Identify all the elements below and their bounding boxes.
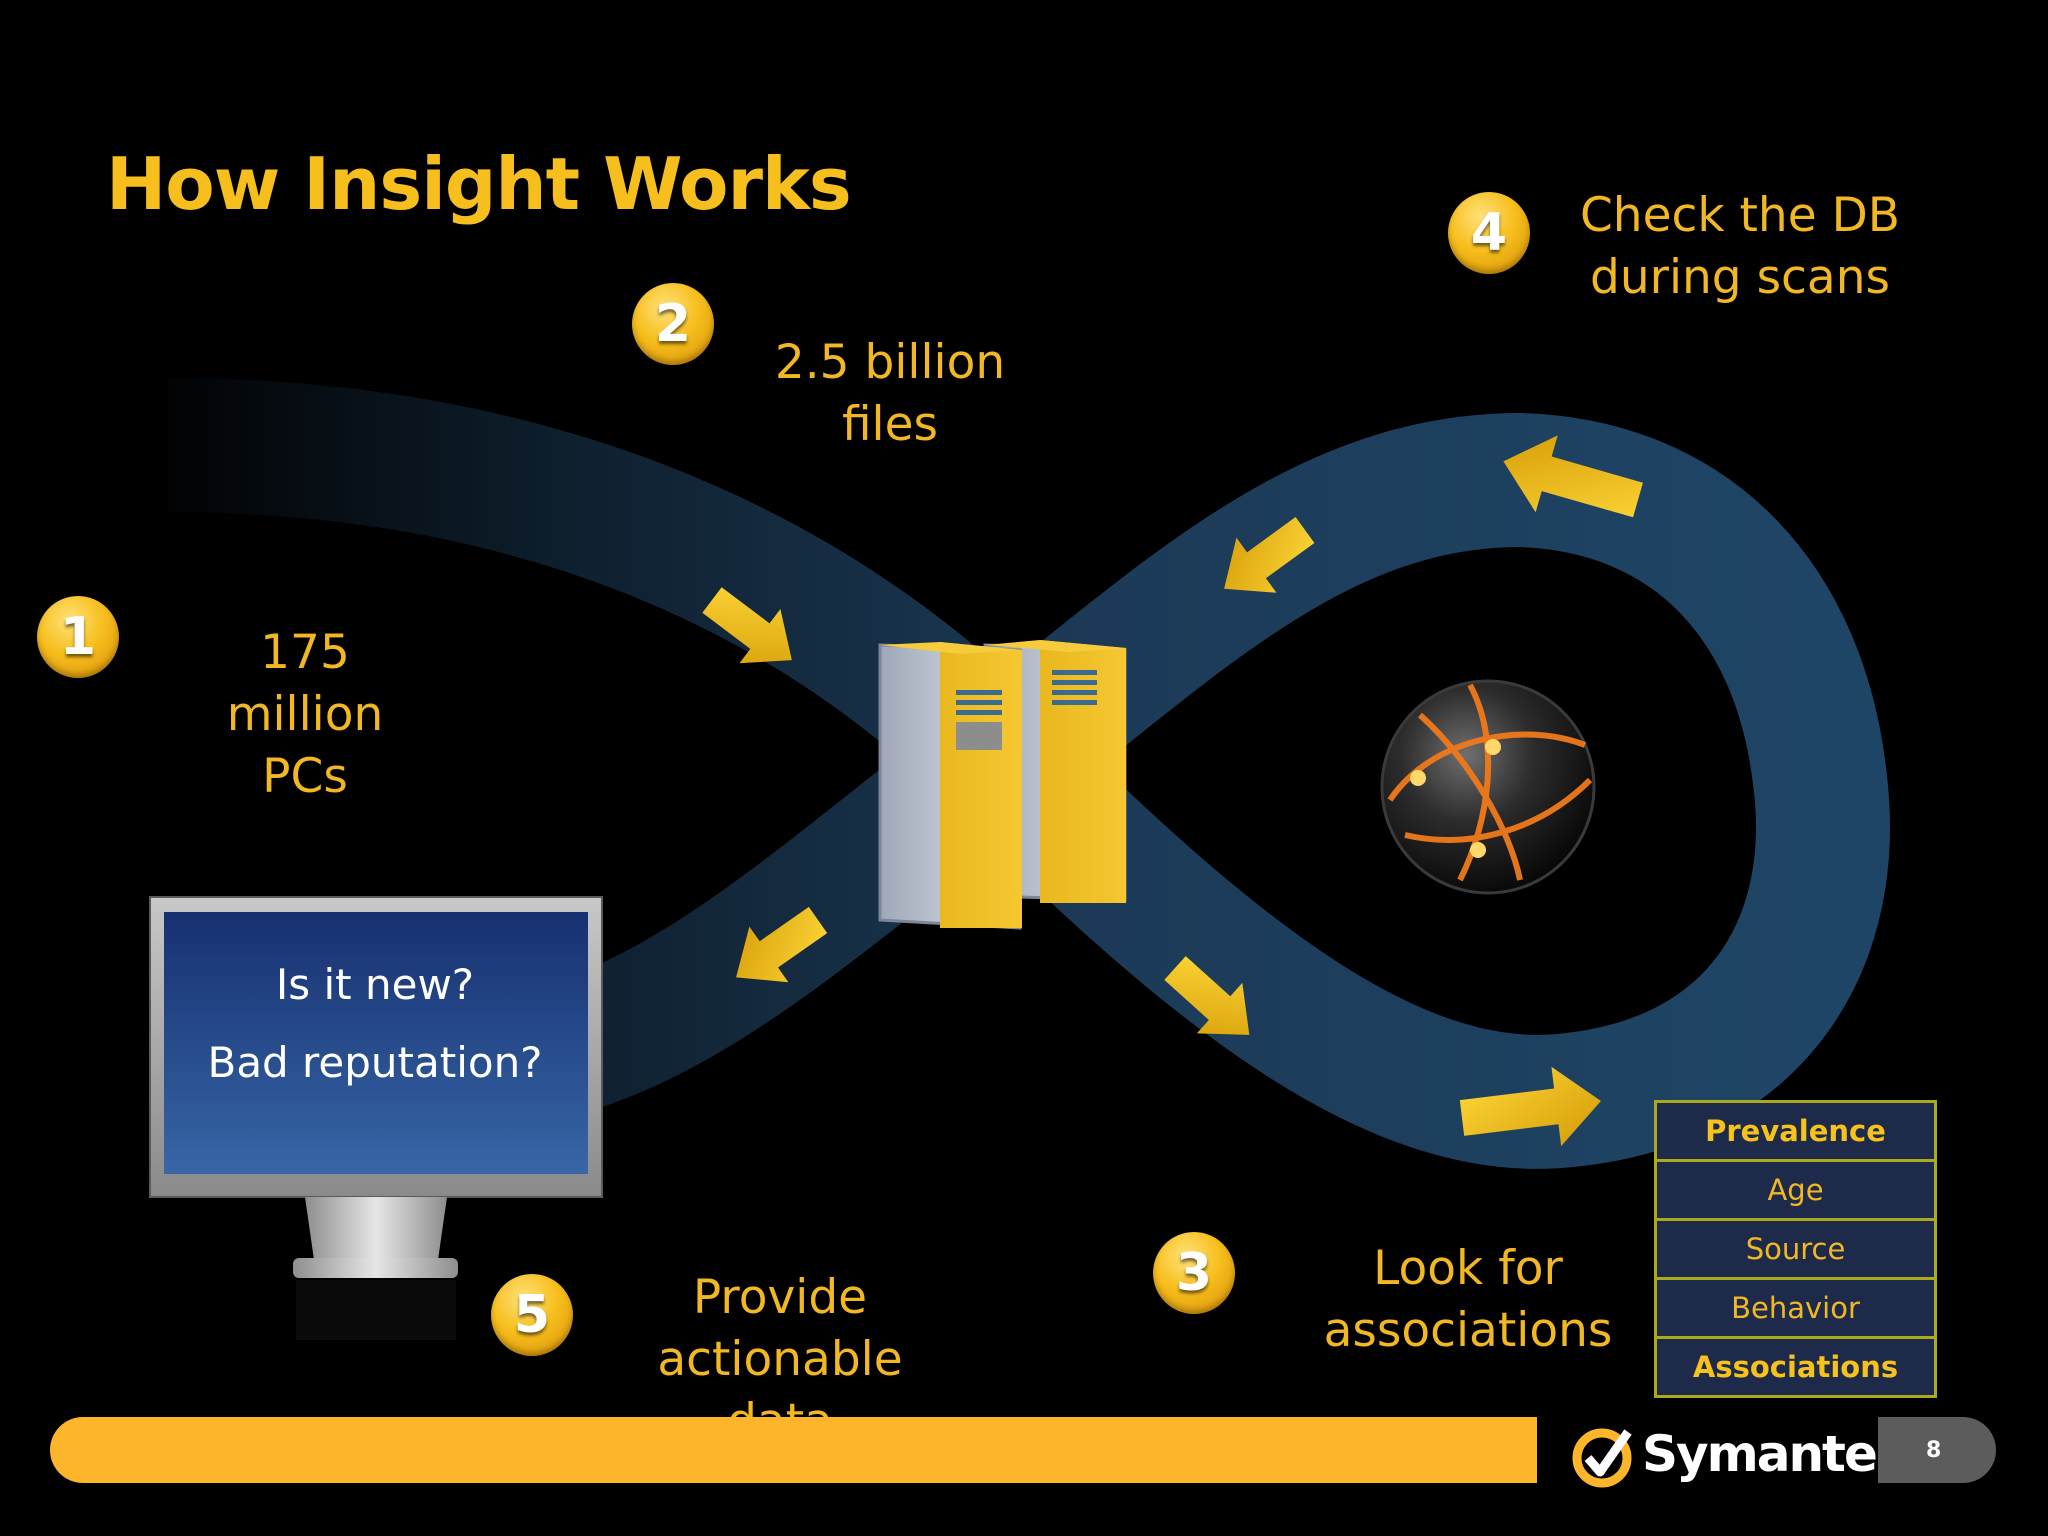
symantec-logo: Symantec ™	[1568, 1418, 1914, 1490]
checkmark-logo-icon	[1572, 1428, 1632, 1488]
footer-bar	[50, 1417, 1537, 1483]
step-1-label: 175 million PCs	[226, 625, 384, 804]
table-row: Source	[1654, 1218, 1937, 1280]
monitor-line-2: Bad reputation?	[207, 1038, 543, 1087]
page-number: 8	[1878, 1417, 1996, 1483]
step-badge-3: 3	[1153, 1232, 1235, 1314]
attribute-source: Source	[1654, 1218, 1937, 1280]
step-badge-4: 4	[1448, 192, 1530, 274]
attribute-associations: Associations	[1654, 1336, 1937, 1398]
step-number: 3	[1175, 1243, 1213, 1303]
step-number: 1	[59, 607, 97, 667]
attributes-table: Prevalence Age Source Behavior Associati…	[1654, 1100, 1937, 1398]
step-4-label: Check the DB during scans	[1579, 188, 1901, 305]
step-number: 5	[513, 1285, 551, 1345]
monitor-icon	[149, 896, 603, 1340]
table-row: Prevalence	[1654, 1100, 1937, 1162]
brand-name: Symantec	[1642, 1425, 1905, 1483]
table-row: Associations	[1654, 1336, 1937, 1398]
attribute-behavior: Behavior	[1654, 1277, 1937, 1339]
arrow-back-to-server	[1224, 517, 1315, 593]
step-2-label: 2.5 billion files	[774, 335, 1006, 452]
step-number: 4	[1470, 203, 1508, 263]
step-badge-1: 1	[37, 596, 119, 678]
step-number: 2	[654, 294, 692, 354]
step-badge-5: 5	[491, 1274, 573, 1356]
monitor-line-1: Is it new?	[275, 960, 475, 1009]
table-row: Age	[1654, 1159, 1937, 1221]
arrow-to-globe	[1164, 956, 1250, 1035]
server-icon	[878, 640, 1127, 930]
page-title: How Insight Works	[106, 142, 852, 226]
globe-icon	[1380, 679, 1596, 895]
table-row: Behavior	[1654, 1277, 1937, 1339]
attribute-age: Age	[1654, 1159, 1937, 1221]
flow-arrows	[702, 435, 1643, 1147]
step-3-label: Look for associations	[1323, 1241, 1613, 1358]
attribute-prevalence: Prevalence	[1654, 1100, 1937, 1162]
arrow-to-monitor	[736, 906, 828, 983]
arrow-to-table	[1459, 1066, 1601, 1147]
step-badge-2: 2	[632, 283, 714, 365]
arrow-to-server	[702, 587, 792, 664]
arrow-loop-top	[1503, 435, 1643, 518]
